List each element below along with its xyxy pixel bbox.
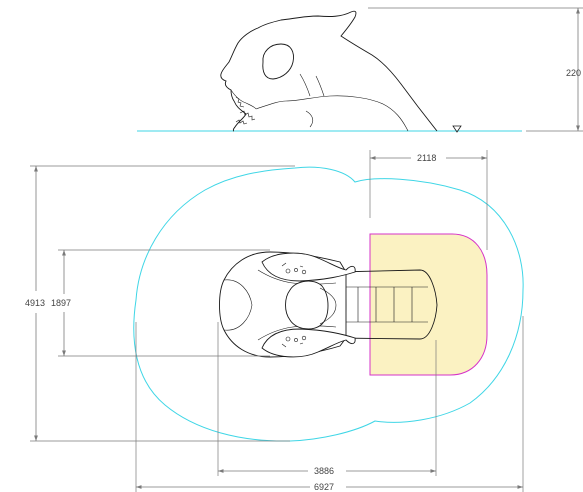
boat-console (319, 287, 337, 325)
side-view: 220 (137, 7, 583, 133)
water-level-triangle-icon (452, 125, 462, 133)
craft-width-dimension-label: 1897 (51, 298, 71, 308)
craft-length-dimension-label: 3886 (314, 466, 334, 476)
boat-sponson-bottom (261, 328, 356, 358)
boat-fittings-top (281, 262, 307, 275)
boat-nose-contour (223, 279, 253, 331)
spray-curl (305, 110, 314, 128)
boat-seat (285, 280, 329, 330)
jet-zone (369, 233, 488, 376)
spray-teeth (235, 96, 256, 125)
boat-stern-grid (344, 286, 428, 323)
envelope-length-dimension-label: 6927 (314, 482, 334, 492)
height-dimension-label: 220 (566, 68, 581, 78)
envelope-width-dimension-label: 4913 (25, 298, 45, 308)
spray-envelope (133, 166, 524, 442)
jet-width-dimension-label: 2118 (417, 153, 436, 163)
plan-view: 2118 4913 1897 3886 6927 (25, 150, 524, 492)
boat-inner-rim (257, 269, 337, 341)
spray-silhouette (220, 10, 438, 132)
spray-eye (262, 43, 294, 80)
boat-stern-platform (335, 269, 438, 340)
boat-fittings-bottom (281, 335, 307, 348)
spray-jaw (230, 89, 257, 110)
spray-neck (299, 73, 325, 97)
jet-boat-plan (219, 251, 438, 358)
boat-sponson-top (261, 252, 356, 282)
spray-contour (255, 95, 409, 132)
